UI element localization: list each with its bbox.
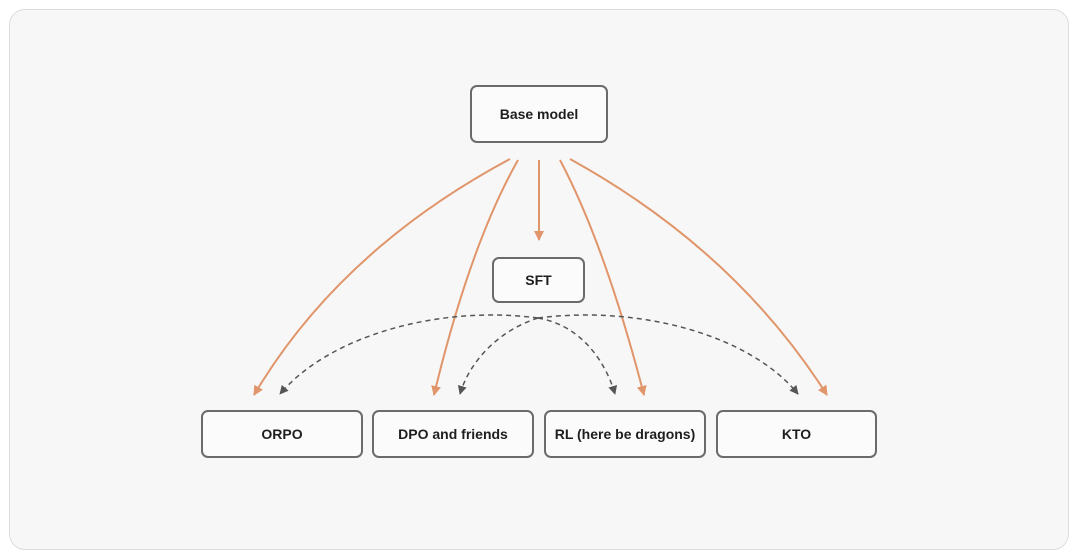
- node-rl-label: RL (here be dragons): [554, 426, 696, 442]
- edge-sft-to-dpo: [457, 317, 539, 395]
- edge-base-to-rl: [559, 159, 647, 396]
- node-kto: KTO: [716, 410, 877, 458]
- node-base-model: Base model: [470, 85, 608, 143]
- node-dpo-and-friends: DPO and friends: [372, 410, 534, 458]
- node-orpo: ORPO: [201, 410, 363, 458]
- node-kto-label: KTO: [781, 426, 812, 442]
- edge-base-to-orpo: [253, 158, 511, 396]
- node-sft-label: SFT: [525, 272, 552, 288]
- edge-base-to-kto: [569, 158, 828, 396]
- node-dpo-label: DPO and friends: [398, 426, 508, 442]
- edge-base-to-dpo: [431, 159, 519, 396]
- node-orpo-label: ORPO: [261, 426, 303, 442]
- node-sft: SFT: [492, 257, 585, 303]
- node-rl: RL (here be dragons): [544, 410, 706, 458]
- edge-sft-to-kto: [537, 314, 799, 395]
- edge-sft-to-orpo: [279, 314, 539, 395]
- edge-sft-to-rl: [537, 317, 618, 395]
- node-base-model-label: Base model: [499, 106, 579, 122]
